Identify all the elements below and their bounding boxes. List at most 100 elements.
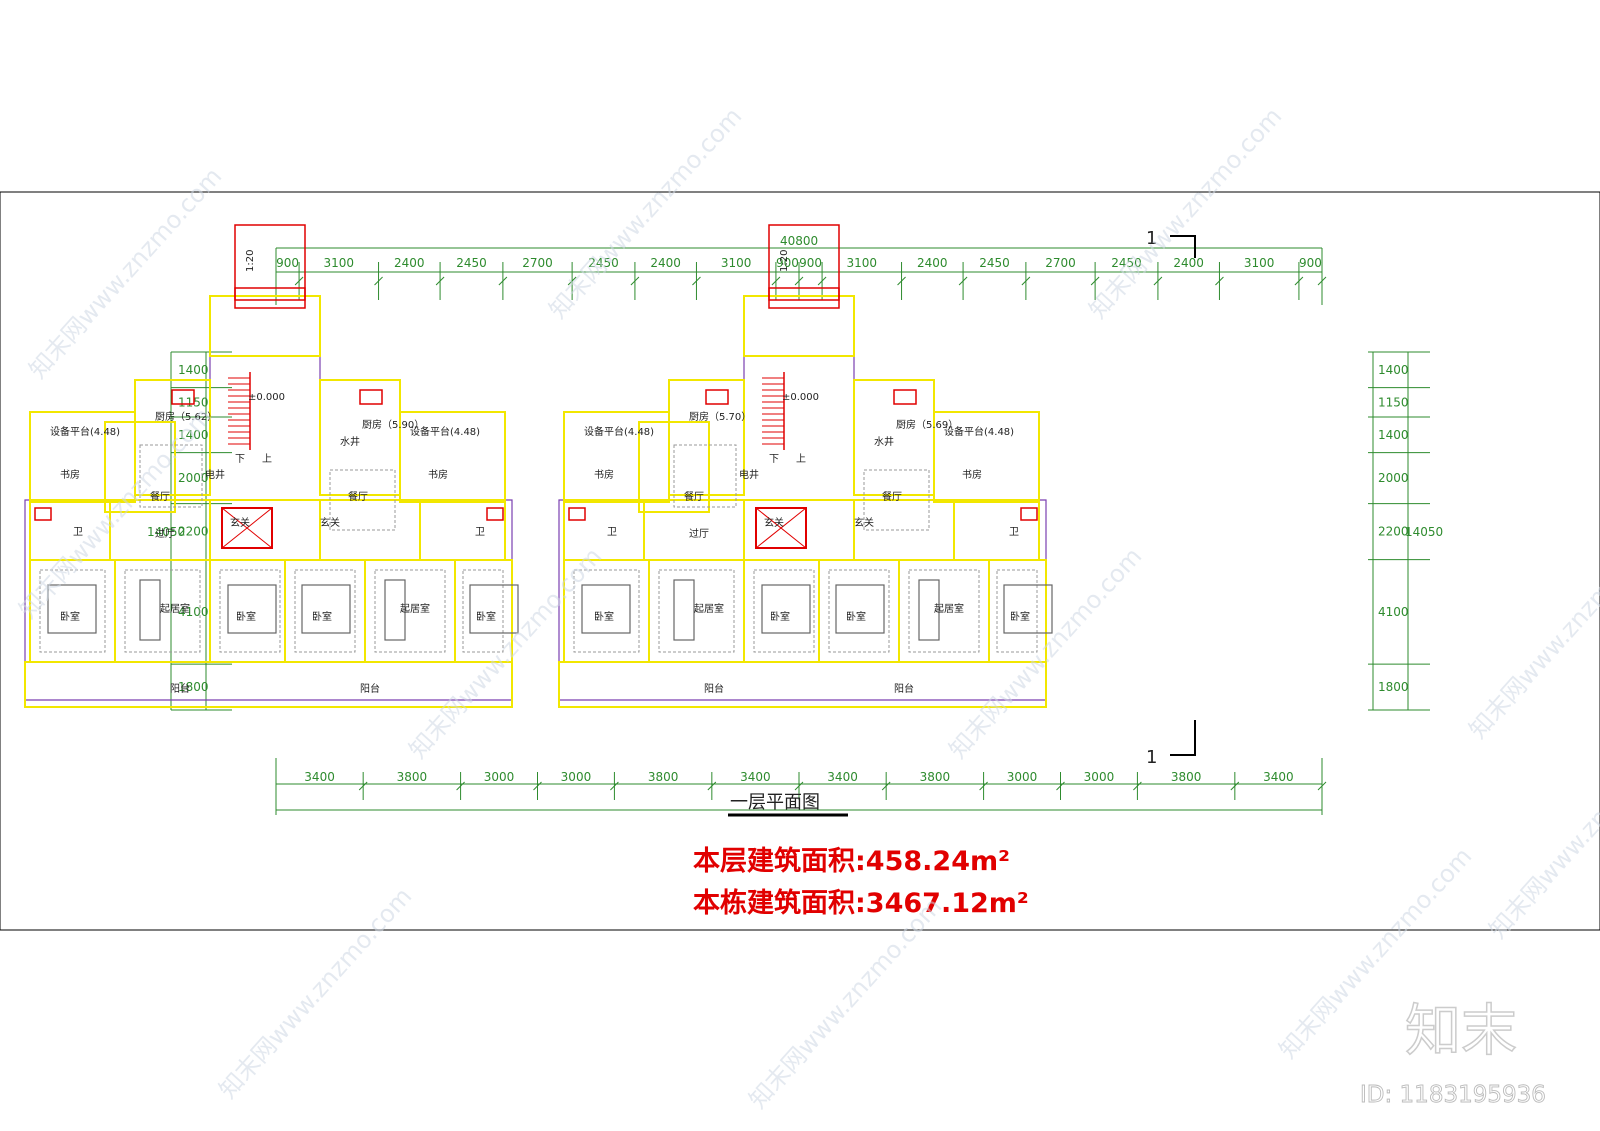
bottom-dimension-label: 3800	[1171, 770, 1202, 784]
bottom-dimension-label: 3400	[827, 770, 858, 784]
room-label: 卧室	[1010, 610, 1030, 623]
top-dimension-label: 2700	[522, 256, 553, 270]
watermark-id: ID: 1183195936	[1360, 1082, 1546, 1108]
overall-depth-label-right: 14050	[1405, 525, 1443, 539]
bottom-slash	[1230, 781, 1240, 791]
wall	[558, 661, 1047, 708]
furniture-outline	[124, 569, 201, 653]
bed	[835, 584, 885, 634]
top-dimension-label: 900	[276, 256, 299, 270]
top-slash	[1090, 276, 1100, 286]
bottom-dimension-label: 3400	[1263, 770, 1294, 784]
wall	[209, 295, 321, 357]
furniture-outline	[863, 469, 930, 531]
toilet	[486, 507, 504, 521]
wall	[743, 295, 855, 357]
section-mark-top: 1	[1146, 228, 1157, 249]
bottom-slash	[881, 781, 891, 791]
wall	[933, 411, 1040, 503]
room-label: 卧室	[312, 610, 332, 623]
room-label: 卫	[607, 527, 617, 538]
toilet	[34, 507, 52, 521]
bed	[581, 584, 631, 634]
watermark-text: 知末网www.znzmo.com	[404, 542, 608, 764]
bottom-slash	[794, 781, 804, 791]
elevator	[221, 507, 273, 549]
overall-depth-label-left: 14050	[147, 525, 185, 539]
bed	[469, 584, 519, 634]
top-dimension-ticks	[294, 262, 1327, 300]
top-slash	[294, 276, 304, 286]
room-label: 卫	[73, 527, 83, 538]
wall	[563, 411, 670, 503]
ramp-outline	[234, 224, 306, 301]
bottom-dimension-label: 3800	[648, 770, 679, 784]
room-label: 上	[796, 453, 806, 465]
top-dimension-label: 3100	[1244, 256, 1275, 270]
bed	[1003, 584, 1053, 634]
watermark-text: 知末网www.znzmo.com	[1084, 102, 1288, 324]
wall	[563, 499, 645, 561]
wall	[134, 379, 211, 496]
furniture-outline	[996, 569, 1038, 653]
sofa	[139, 579, 161, 641]
room-label: 书房	[594, 468, 614, 481]
room-label: 下	[769, 454, 779, 465]
wall	[638, 421, 710, 513]
top-slash	[374, 276, 383, 286]
bottom-slash	[1056, 781, 1065, 791]
watermark-text: 知末网www.znzmo.com	[544, 102, 748, 324]
bed	[761, 584, 811, 634]
ramp-slope-label: 1:20	[779, 250, 790, 272]
wall	[24, 661, 513, 708]
room-label: 阳台	[894, 682, 914, 695]
room-label: 玄关	[854, 516, 874, 529]
top-dimension-label: 3100	[847, 256, 878, 270]
room-label: 卫	[1009, 527, 1019, 538]
watermark-logo: 知末	[1405, 999, 1517, 1064]
furniture-outline	[219, 569, 281, 653]
room-label: 餐厅	[684, 490, 704, 503]
room-label: 玄关	[320, 516, 340, 529]
bottom-dimension-label: 3400	[740, 770, 771, 784]
top-dimension-label: 2700	[1045, 256, 1076, 270]
room-label: 过厅	[689, 527, 709, 540]
room-label: 厨房（5.70）	[689, 410, 751, 423]
top-slash	[498, 276, 508, 286]
toilet	[1020, 507, 1038, 521]
bottom-dimension-label: 3000	[1007, 770, 1038, 784]
furniture-outline	[908, 569, 980, 653]
furniture-outline	[374, 569, 446, 653]
watermark-text: 知末网www.znzmo.com	[1464, 522, 1600, 744]
furniture-outline	[828, 569, 890, 653]
room-label: 餐厅	[882, 490, 902, 503]
side-dimension-label-left: 2200	[178, 525, 209, 539]
watermark-text: 知末网www.znzmo.com	[744, 892, 948, 1114]
top-slash	[1294, 276, 1304, 286]
wall	[668, 379, 745, 496]
top-slash	[1021, 276, 1031, 286]
wall	[209, 559, 286, 663]
top-slash	[958, 276, 968, 286]
top-slash	[817, 276, 827, 286]
top-dimension-label: 2400	[650, 256, 681, 270]
stove	[893, 389, 917, 405]
room-label: 过厅	[155, 527, 175, 540]
furniture-outline	[673, 444, 737, 508]
bed	[227, 584, 277, 634]
bottom-dimension-label: 3400	[304, 770, 335, 784]
furniture-outline	[753, 569, 815, 653]
room-label: 下	[235, 454, 245, 465]
room-label: 书房	[428, 468, 448, 481]
furniture-outline	[462, 569, 504, 653]
top-dimension-label: 2450	[456, 256, 487, 270]
top-slash	[435, 276, 445, 286]
wall	[419, 499, 506, 561]
room-label: 卧室	[236, 610, 256, 623]
bottom-slash	[358, 781, 368, 791]
floor-area-text: 本层建筑面积:458.24m²	[693, 845, 1010, 877]
furniture-outline	[294, 569, 356, 653]
section-marker-bottom	[1170, 720, 1196, 756]
